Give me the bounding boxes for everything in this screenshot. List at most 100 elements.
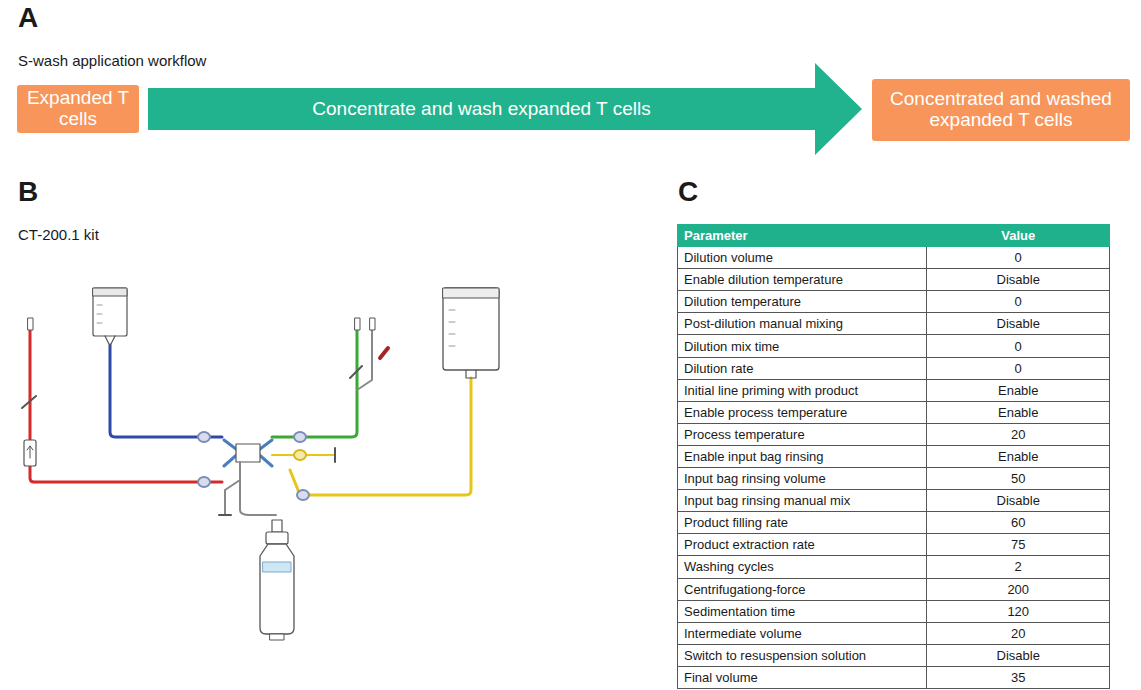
node-text: Expanded T cells [23,88,133,129]
parameter-value: 60 [1011,515,1025,530]
panel-letter: B [18,176,38,208]
process-arrow: Concentrate and wash expanded T cells [148,63,862,155]
parameter-value: 120 [1007,604,1029,619]
parameter-value: 0 [1015,250,1022,265]
table-row: Sedimentation time 120 [678,600,1110,622]
output-box: Concentrated and washed expanded T cells [872,79,1130,141]
parameter-value: 35 [1011,670,1025,685]
table-cell: 200 [927,578,1110,600]
table-cell: Intermediate volume [678,622,927,644]
table-cell: 50 [927,468,1110,490]
panel-letter: A [18,2,38,34]
table-cell: 120 [927,600,1110,622]
parameter-name: Final volume [684,670,758,685]
table-cell: 0 [927,357,1110,379]
table-row: Enable input bag rinsing Enable [678,445,1110,467]
parameter-name: Input bag rinsing manual mix [684,493,850,508]
table-cell: Product extraction rate [678,534,927,556]
table-cell: Sedimentation time [678,600,927,622]
table-cell: 35 [927,666,1110,688]
header-row: Parameter Value [678,225,1110,247]
node-text: Concentrate and wash expanded T cells [312,99,650,120]
table-row: Input bag rinsing manual mix Disable [678,490,1110,512]
table-cell: Post-dilution manual mixing [678,313,927,335]
table-cell: Disable [927,644,1110,666]
parameter-value: Enable [998,383,1038,398]
table-row: Dilution volume0 [678,247,1110,269]
table-cell: Final volume [678,666,927,688]
table-cell: Dilution rate [678,357,927,379]
table-row: Intermediate volume 20 [678,622,1110,644]
table-cell: Switch to resuspension solution [678,644,927,666]
parameter-value: 0 [1015,361,1022,376]
table-cell: 0 [927,247,1110,269]
parameter-name: Sedimentation time [684,604,795,619]
table-cell: Initial line priming with product [678,379,927,401]
node-text: Concentrated and washed expanded T cells [878,89,1124,130]
parameter-name: Dilution rate [684,361,753,376]
parameter-name: Centrifugationg-force [684,582,805,597]
parameter-name: Enable input bag rinsing [684,449,824,464]
table-cell: 20 [927,622,1110,644]
table-row: Enable dilution temperature Disable [678,269,1110,291]
table-row: Product filling rate 60 [678,512,1110,534]
table-row: Enable process temperature Enable [678,401,1110,423]
table-cell: 60 [927,512,1110,534]
parameter-value: Disable [997,648,1040,663]
parameter-value: 0 [1015,294,1022,309]
table-cell: Dilution temperature [678,291,927,313]
parameter-value: 75 [1011,537,1025,552]
panel-subtitle: S-wash application workflow [18,52,206,69]
table-row: Switch to resuspension solution Disable [678,644,1110,666]
header-text: Parameter [684,228,748,243]
table-cell: 2 [927,556,1110,578]
table-row: Dilution temperature 0 [678,291,1110,313]
parameter-table: ParameterValueDilution volume0Enable dil… [677,224,1110,689]
table-cell: Input bag rinsing manual mix [678,490,927,512]
table-row: Input bag rinsing volume50 [678,468,1110,490]
parameter-value: 20 [1011,626,1025,641]
table-cell: Product filling rate [678,512,927,534]
table-cell: 20 [927,423,1110,445]
parameter-value: 200 [1007,582,1029,597]
table-row: Process temperature 20 [678,423,1110,445]
table-row: Initial line priming with product Enable [678,379,1110,401]
parameter-value: Enable [998,405,1038,420]
table-row: Dilution mix time0 [678,335,1110,357]
panel-subtitle: CT-200.1 kit [18,226,99,243]
table-cell: Disable [927,269,1110,291]
parameter-name: Intermediate volume [684,626,802,641]
header-cell: Value [927,225,1110,247]
header-cell: Parameter [678,225,927,247]
table-cell: Enable [927,445,1110,467]
parameter-name: Washing cycles [684,559,774,574]
header-text: Value [1001,228,1035,243]
parameter-value: 2 [1015,559,1022,574]
table-cell: 75 [927,534,1110,556]
table-row: Dilution rate 0 [678,357,1110,379]
parameter-name: Switch to resuspension solution [684,648,866,663]
parameter-value: Enable [998,449,1038,464]
parameter-name: Enable dilution temperature [684,272,843,287]
input-box: Expanded T cells [17,85,139,133]
parameter-name: Enable process temperature [684,405,847,420]
parameter-name: Process temperature [684,427,805,442]
table-cell: Enable [927,401,1110,423]
table-cell: Enable process temperature [678,401,927,423]
parameter-name: Product filling rate [684,515,788,530]
table-cell: Centrifugationg-force [678,578,927,600]
table-row: Post-dilution manual mixingDisable [678,313,1110,335]
table-cell: Washing cycles [678,556,927,578]
panel-letter: C [678,176,698,208]
table-row: Washing cycles 2 [678,556,1110,578]
table-cell: Process temperature [678,423,927,445]
table-cell: Enable [927,379,1110,401]
parameter-name: Initial line priming with product [684,383,858,398]
table-cell: Enable dilution temperature [678,269,927,291]
table-cell: 0 [927,291,1110,313]
table-cell: Disable [927,490,1110,512]
parameter-name: Product extraction rate [684,537,815,552]
parameter-value: 50 [1011,471,1025,486]
parameter-name: Dilution temperature [684,294,801,309]
table-row: Final volume 35 [678,666,1110,688]
